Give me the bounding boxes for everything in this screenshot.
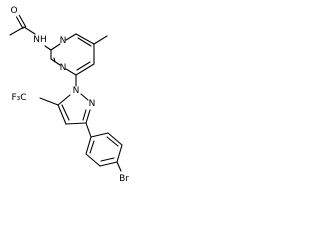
bond-c5-c4-inner <box>61 104 70 121</box>
amide-nh-label: NH <box>33 35 47 45</box>
bond-c3-n2-inner <box>82 109 87 121</box>
bond-carbonyl-a <box>15 16 24 30</box>
bond-c4-c5 <box>75 33 95 45</box>
bond-c2-n3 <box>50 43 61 51</box>
bond-n3-c4 <box>65 33 77 41</box>
bond-ph-1 <box>90 132 109 138</box>
bond-ph-2-inner <box>106 136 119 147</box>
trifluoromethyl-label: F₃C <box>11 93 26 103</box>
bond-nh-pyrimidine <box>44 45 52 51</box>
bond-carbonyl-nh <box>23 26 36 35</box>
bond-c3-n2 <box>85 109 91 124</box>
bond-n1-c2-inner <box>53 57 56 63</box>
bond-c5-c4 <box>57 104 67 125</box>
bond-ph-6 <box>85 136 92 155</box>
bond-methyl-carbonyl <box>9 26 25 36</box>
pyrimidine-ring <box>50 33 95 76</box>
bond-c6-c7-inner <box>76 61 91 71</box>
bond-n1-c5 <box>57 94 71 106</box>
bond-ph-6-inner <box>89 140 95 154</box>
bond-pyrazole-cf3 <box>39 97 59 106</box>
pyrazole-n1-label: N <box>73 86 80 96</box>
pyrimidine-n-top-label: N <box>60 36 67 46</box>
bond-ph-4-inner <box>100 157 115 162</box>
bond-c7-n1 <box>65 68 77 76</box>
bond-c4-c5-inner <box>77 37 92 47</box>
chemical-structure-diagram: O NH N N N N F₃C Br <box>9 6 129 184</box>
bond-ph-4 <box>99 161 118 167</box>
acetyl-group <box>9 14 36 36</box>
pyrimidine-n-bottom-label: N <box>60 63 67 73</box>
bromine-label: Br <box>119 174 129 184</box>
bond-ph-5 <box>85 153 101 167</box>
bond-c6-c7 <box>75 63 95 76</box>
bond-carbonyl-b <box>18 14 27 28</box>
bond-pyrimidine-methyl <box>93 35 108 45</box>
bond-ph-2 <box>107 132 123 146</box>
bond-pyrazole-phenyl <box>85 122 92 138</box>
phenyl-ring <box>85 132 123 167</box>
pyrazole-ring <box>57 93 91 125</box>
bond-ph-3 <box>116 144 123 163</box>
bond-n2-n1 <box>80 93 89 101</box>
pyrazole-n2-label: N <box>89 99 96 109</box>
oxygen-label: O <box>10 6 17 16</box>
bond-phenyl-bromine <box>116 161 122 172</box>
bond-c4-c3 <box>65 122 87 125</box>
